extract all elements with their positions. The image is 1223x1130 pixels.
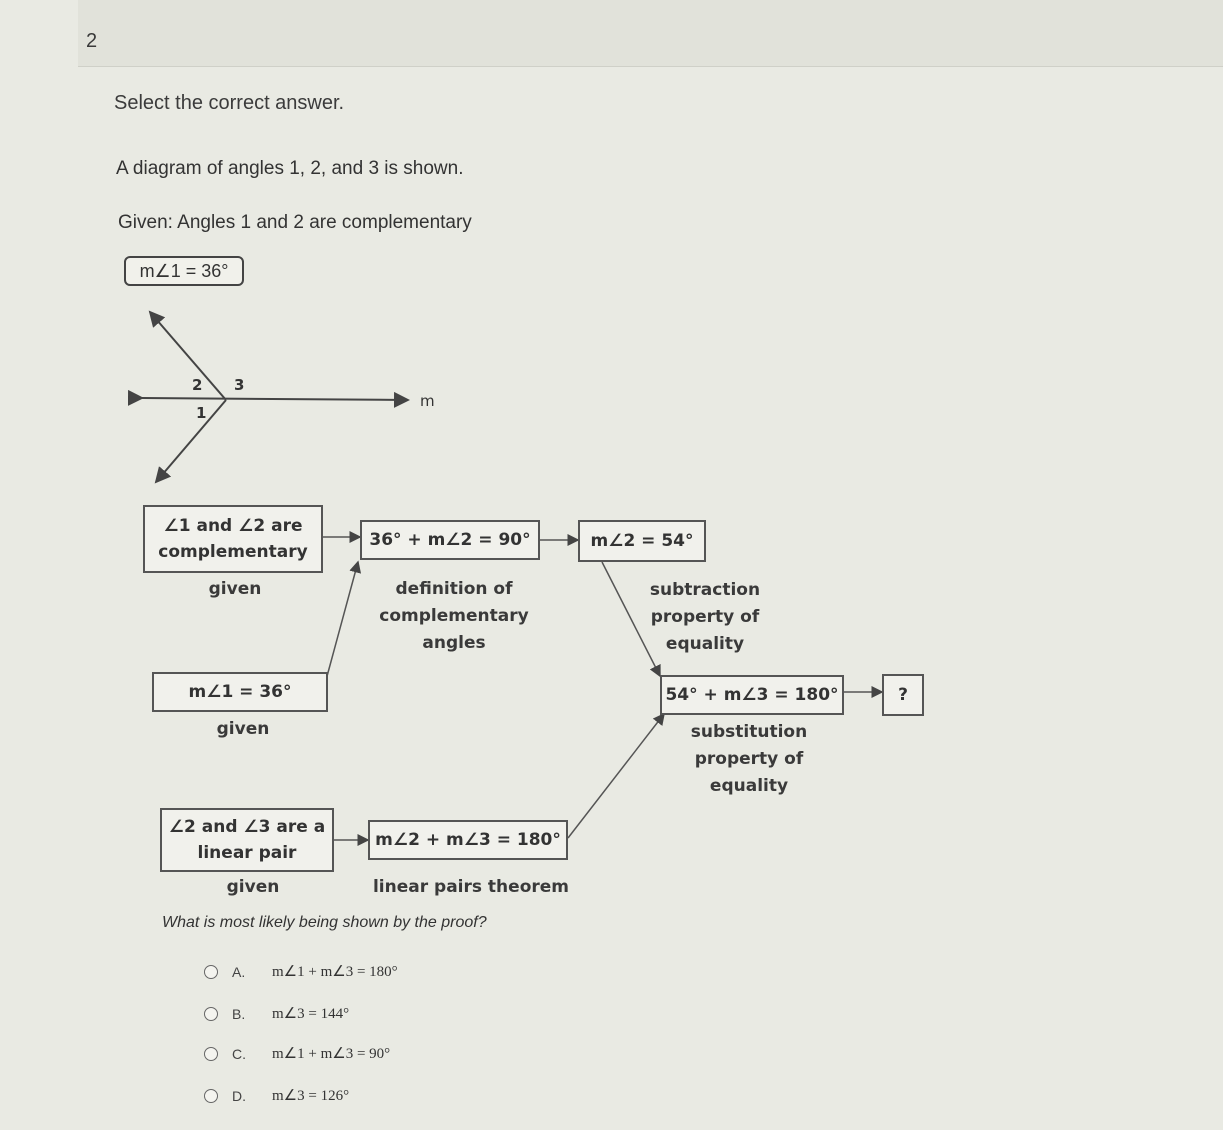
choice-letter: D. xyxy=(232,1087,246,1104)
instruction-text: Select the correct answer. xyxy=(114,92,345,114)
reason-substitution-property: substitution property of equality xyxy=(690,722,808,796)
choice-a[interactable]: A. m∠1 + m∠3 = 180° xyxy=(204,962,398,981)
statement-linear-pair: ∠2 and ∠3 are a linear pair xyxy=(160,808,334,872)
statement-m1-equals-36: m∠1 = 36° xyxy=(152,672,328,712)
statement-m2-equals-54: m∠2 = 54° xyxy=(578,520,706,562)
angle-1-label: 1 xyxy=(196,404,206,422)
line-m xyxy=(127,389,410,408)
reason-given-3: given xyxy=(226,877,280,897)
choice-b[interactable]: B. m∠3 = 144° xyxy=(204,1004,349,1023)
choice-c[interactable]: C. m∠1 + m∠3 = 90° xyxy=(204,1044,390,1063)
choice-d[interactable]: D. m∠3 = 126° xyxy=(204,1086,349,1105)
question-header-bar xyxy=(78,0,1223,67)
angle-3-label: 3 xyxy=(234,376,244,394)
reason-given-1: given xyxy=(208,579,262,599)
choice-text: m∠3 = 126° xyxy=(272,1088,350,1104)
flowchart-connectors xyxy=(322,531,884,846)
question-prompt: What is most likely being shown by the p… xyxy=(162,914,487,931)
radio-button-icon[interactable] xyxy=(204,1006,218,1021)
choice-text: m∠1 + m∠3 = 180° xyxy=(272,964,398,980)
question-number: 2 xyxy=(86,30,98,52)
question-stem: A diagram of angles 1, 2, and 3 is shown… xyxy=(116,158,464,179)
reason-linear-pairs-theorem: linear pairs theorem xyxy=(372,877,569,897)
angle-diagram: 2 3 1 m xyxy=(127,310,435,484)
statement-m2-plus-m3: m∠2 + m∠3 = 180° xyxy=(368,820,568,860)
statement-unknown: ? xyxy=(882,674,924,716)
radio-button-icon[interactable] xyxy=(204,1046,218,1061)
given-statement: Given: Angles 1 and 2 are complementary xyxy=(118,212,472,233)
choice-text: m∠1 + m∠3 = 90° xyxy=(272,1046,391,1062)
choice-letter: C. xyxy=(232,1045,246,1062)
statement-54-plus-m3: 54° + m∠3 = 180° xyxy=(660,675,844,715)
angle-2-label: 2 xyxy=(192,376,202,394)
radio-button-icon[interactable] xyxy=(204,964,218,979)
choice-text: m∠3 = 144° xyxy=(272,1006,350,1022)
reason-definition-complementary: definition of complementary angles xyxy=(379,579,529,653)
reason-subtraction-property: subtraction property of equality xyxy=(649,580,761,654)
transversal-lower xyxy=(154,399,227,484)
radio-button-icon[interactable] xyxy=(204,1088,218,1103)
line-m-label: m xyxy=(420,392,435,410)
statement-36-plus-m2: 36° + m∠2 = 90° xyxy=(360,520,540,560)
reason-given-2: given xyxy=(216,719,270,739)
choice-letter: A. xyxy=(232,963,246,980)
statement-complementary: ∠1 and ∠2 are complementary xyxy=(143,505,323,573)
choice-letter: B. xyxy=(232,1005,246,1022)
transversal xyxy=(148,310,227,401)
given-measure-box: m∠1 = 36° xyxy=(124,256,244,286)
